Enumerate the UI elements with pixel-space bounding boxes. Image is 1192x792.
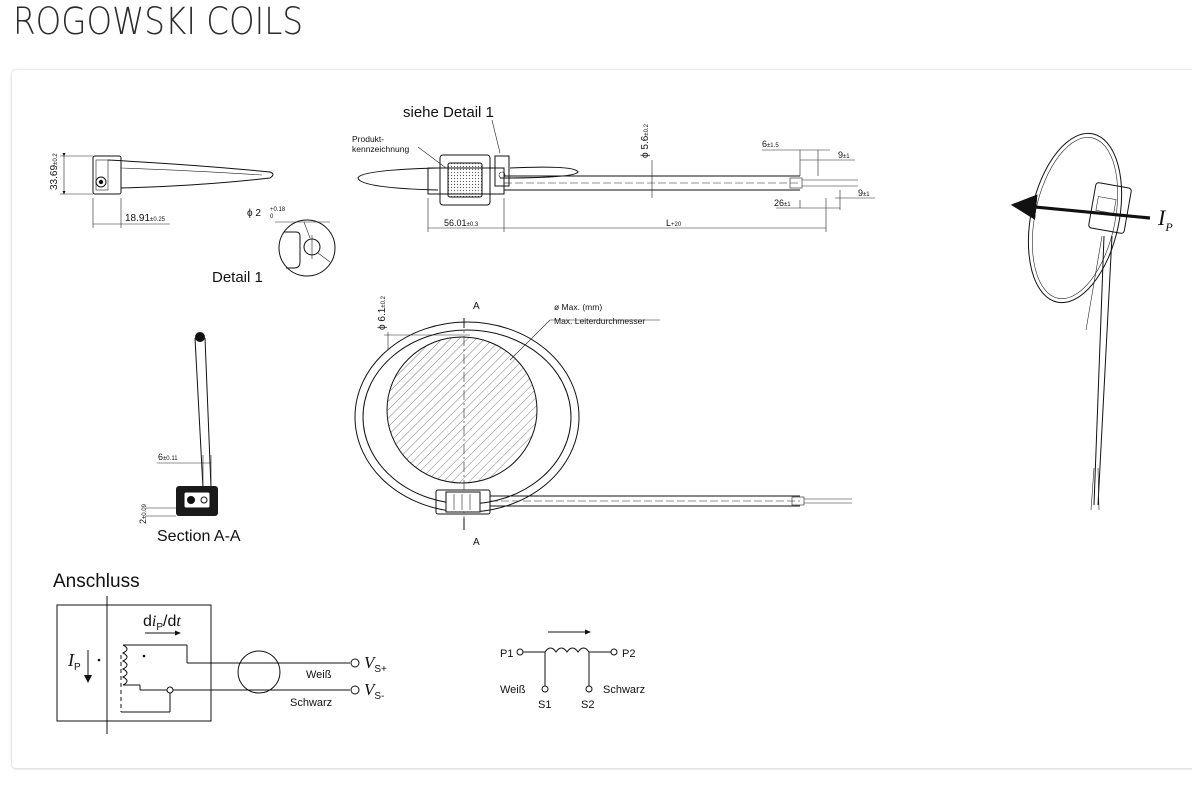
cable-dia-dim: ϕ 5.6±0.2 [640,123,651,158]
section-mark-bottom: A [473,537,480,548]
ip-label: IP [67,650,81,673]
detail-phi-tol-lower: 0 [270,214,274,220]
schwarz-label: Schwarz [290,697,332,709]
dim-9b: 9±1 [858,188,870,198]
product-label-line2: kennzeichnung [352,144,409,154]
s1-label: S1 [538,699,551,711]
dim-6: 6±1.5 [762,139,779,149]
s2-label: S2 [581,699,594,711]
symbol-weiss-label: Weiß [500,684,526,696]
dim-56: 56.01±0.3 [444,218,479,228]
section-a-a-view [146,332,218,517]
perspective-view [1010,132,1151,511]
section-mark-top: A [473,301,480,312]
vs-plus-label: VS+ [364,653,387,675]
product-label-line1: Produkt- [352,134,384,144]
detail-reference: siehe Detail 1 [403,104,494,121]
detail-phi-tol-upper: +0.18 [270,207,286,213]
p2-label: P2 [622,648,635,660]
weiss-label: Weiß [306,669,332,681]
dim-9a: 9±1 [838,150,850,160]
detail-1-view [275,219,336,277]
vs-minus-label: VS- [364,680,384,702]
anschluss-heading: Anschluss [53,571,140,592]
page-title: ROGOWSKI COILS [13,0,304,43]
max-label-line1: ø Max. (mm) [554,302,602,312]
detail-label: Detail 1 [212,269,263,286]
max-label-line2: Max. Leiterdurchmesser [554,316,645,326]
dim-L: L+20 [666,218,682,228]
perspective-current-label: IP [1157,205,1173,234]
top-view [357,119,875,232]
p1-label: P1 [500,648,513,660]
side-width-dim: 18.91±0.25 [125,213,166,224]
dim-26: 26±1 [774,198,791,208]
section-dim-6: 6±0.11 [158,452,178,462]
section-dim-2: 2±0.09 [138,503,148,524]
coil-dia-dim: ϕ 6.1±0.2 [377,295,388,330]
detail-phi-dim: ϕ 2 [247,208,261,219]
section-label: Section A-A [157,528,241,545]
front-view [354,318,852,530]
anschluss-schematic [56,596,360,734]
coil-symbol [516,629,618,693]
side-height-dim: 33.69±0.2 [49,153,60,190]
side-view [60,153,274,228]
symbol-schwarz-label: Schwarz [603,684,645,696]
didt-label: diP/dt [143,613,181,633]
